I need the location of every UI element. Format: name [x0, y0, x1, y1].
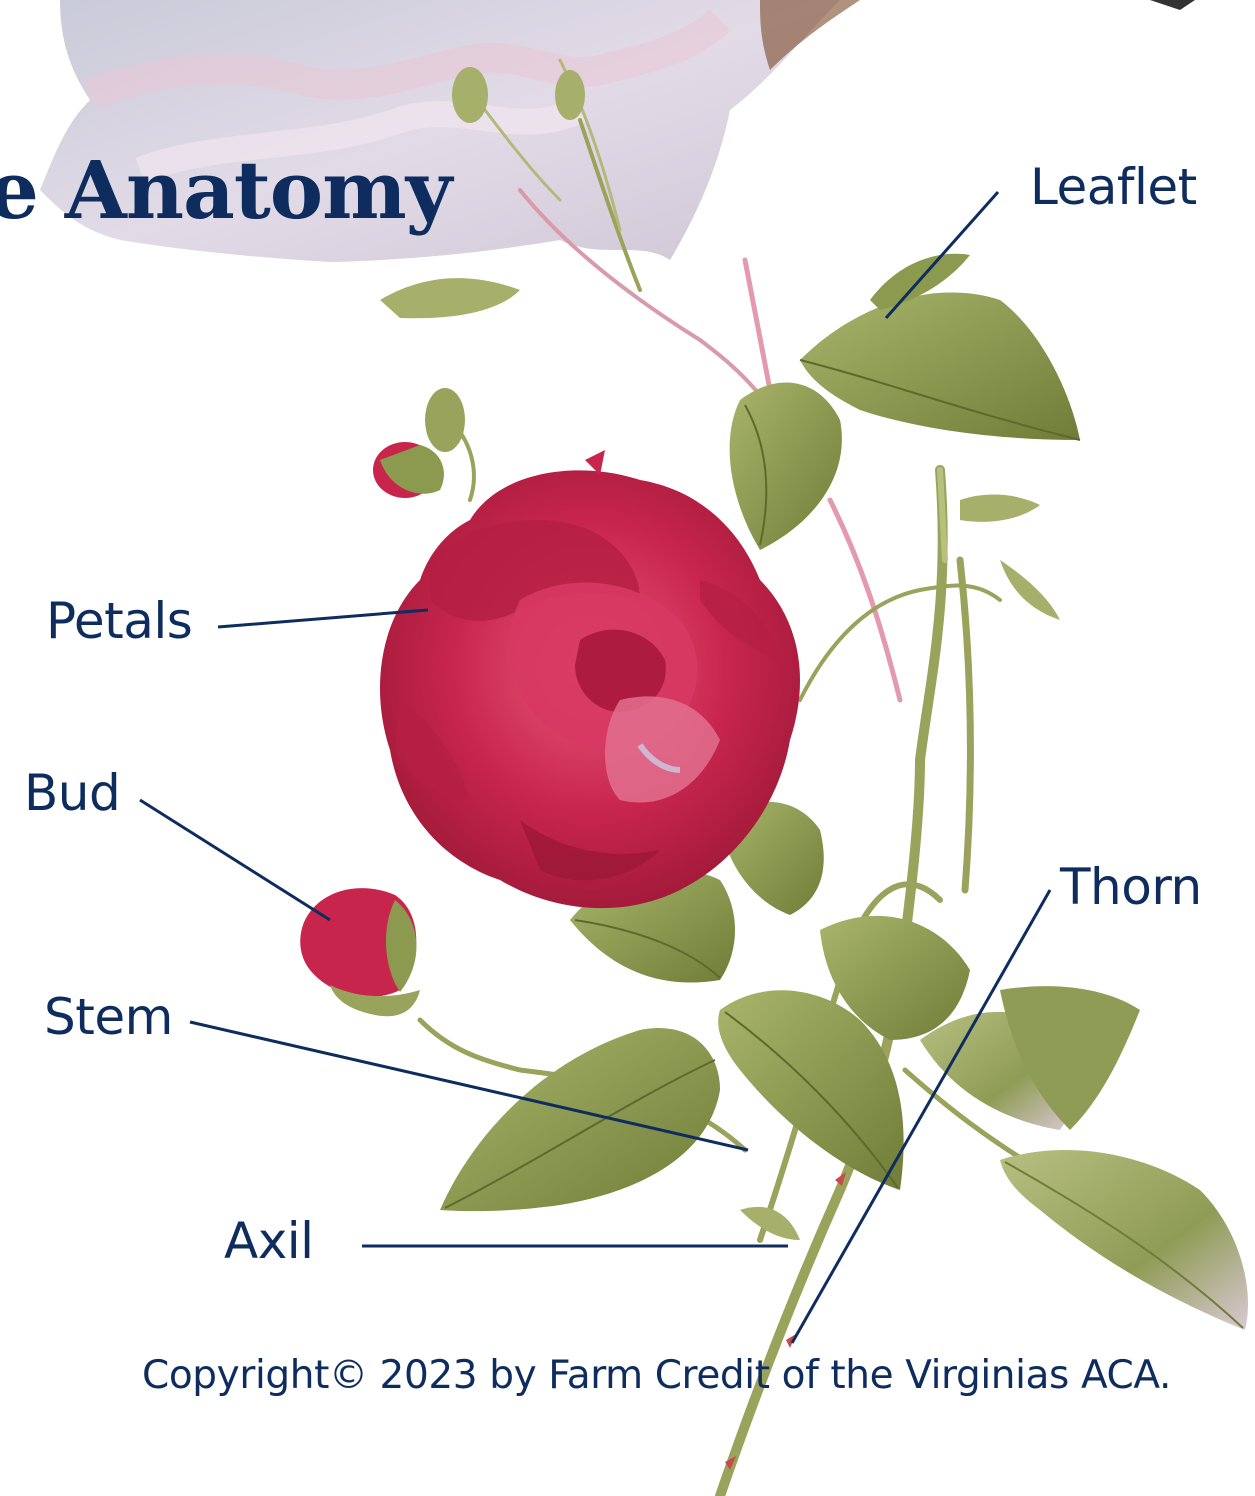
- axil-label: Axil: [224, 1216, 314, 1266]
- bud-label: Bud: [24, 768, 120, 818]
- rose-bloom: [380, 450, 800, 908]
- stem-label: Stem: [44, 992, 173, 1042]
- thorn-label: Thorn: [1060, 862, 1202, 912]
- diagram-title: e Anatomy: [0, 150, 451, 230]
- leaflet-label: Leaflet: [1030, 162, 1197, 212]
- petals-label: Petals: [46, 596, 192, 646]
- bud-leader-line: [140, 800, 330, 920]
- copyright-notice: Copyright© 2023 by Farm Credit of the Vi…: [142, 1356, 1171, 1395]
